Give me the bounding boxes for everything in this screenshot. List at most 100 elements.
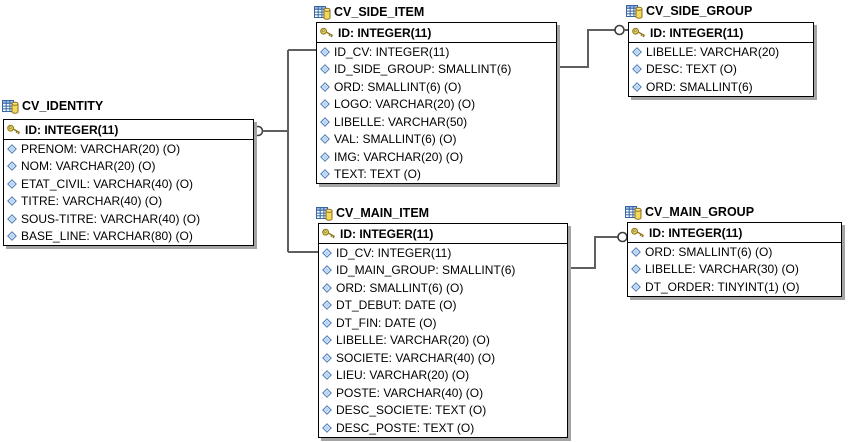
primary-key-row: ID: INTEGER(11) bbox=[317, 23, 556, 43]
diamond-icon bbox=[320, 134, 330, 144]
column-row: TEXT: TEXT (O) bbox=[317, 166, 556, 184]
diamond-icon bbox=[7, 144, 17, 154]
column-row: ORD: SMALLINT(6) (O) bbox=[628, 243, 841, 261]
table-title-cv-identity: CV_IDENTITY bbox=[2, 98, 103, 114]
column-label: DESC_POSTE: TEXT (O) bbox=[336, 420, 475, 435]
column-row: IMG: VARCHAR(20) (O) bbox=[317, 148, 556, 166]
column-label: LIBELLE: VARCHAR(20) (O) bbox=[336, 333, 490, 348]
column-row: LIBELLE: VARCHAR(30) (O) bbox=[628, 261, 841, 279]
column-label: DT_DEBUT: DATE (O) bbox=[336, 298, 457, 313]
diamond-icon bbox=[322, 388, 332, 398]
column-label: SOCIETE: VARCHAR(40) (O) bbox=[336, 350, 496, 365]
key-icon bbox=[320, 27, 334, 39]
diamond-icon bbox=[631, 282, 641, 292]
diamond-icon bbox=[7, 179, 17, 189]
column-label: TEXT: TEXT (O) bbox=[334, 167, 421, 182]
diamond-icon bbox=[322, 423, 332, 433]
diamond-icon bbox=[631, 264, 641, 274]
diamond-icon bbox=[320, 82, 330, 92]
column-row: ETAT_CIVIL: VARCHAR(40) (O) bbox=[4, 175, 253, 193]
column-label: LIBELLE: VARCHAR(20) bbox=[646, 44, 780, 59]
diamond-icon bbox=[632, 82, 642, 92]
connector-side-item-to-side-group bbox=[555, 29, 615, 68]
column-label: POSTE: VARCHAR(40) (O) bbox=[336, 385, 484, 400]
column-row: LIBELLE: VARCHAR(20) (O) bbox=[319, 332, 567, 350]
table-name-label: CV_MAIN_ITEM bbox=[336, 206, 430, 220]
primary-key-row: ID: INTEGER(11) bbox=[4, 120, 253, 140]
column-row: ORD: SMALLINT(6) bbox=[629, 78, 813, 96]
diamond-icon bbox=[322, 318, 332, 328]
table-icon bbox=[2, 99, 19, 114]
diamond-icon bbox=[322, 335, 332, 345]
table-cv-main-item[interactable]: ID: INTEGER(11) ID_CV: INTEGER(11) ID_MA… bbox=[318, 223, 568, 438]
table-icon bbox=[316, 206, 333, 221]
column-row: LIBELLE: VARCHAR(20) bbox=[629, 43, 813, 61]
column-row: LIBELLE: VARCHAR(50) bbox=[317, 113, 556, 131]
diamond-icon bbox=[320, 64, 330, 74]
primary-key-label: ID: INTEGER(11) bbox=[650, 25, 744, 40]
column-label: LIBELLE: VARCHAR(50) bbox=[334, 114, 468, 129]
column-label: ORD: SMALLINT(6) bbox=[646, 79, 753, 94]
key-icon bbox=[7, 124, 21, 136]
column-row: BASE_LINE: VARCHAR(80) (O) bbox=[4, 228, 253, 246]
connector-circle-identity bbox=[252, 125, 264, 137]
column-label: BASE_LINE: VARCHAR(80) (O) bbox=[21, 229, 193, 244]
column-label: LIBELLE: VARCHAR(30) (O) bbox=[645, 262, 799, 277]
table-cv-identity[interactable]: ID: INTEGER(11) PRENOM: VARCHAR(20) (O) … bbox=[3, 119, 254, 246]
primary-key-row: ID: INTEGER(11) bbox=[629, 23, 813, 43]
table-name-label: CV_SIDE_GROUP bbox=[646, 4, 753, 18]
table-cv-main-group[interactable]: ID: INTEGER(11) ORD: SMALLINT(6) (O) LIB… bbox=[627, 222, 842, 297]
column-row: DESC: TEXT (O) bbox=[629, 61, 813, 79]
column-label: DESC_SOCIETE: TEXT (O) bbox=[336, 403, 487, 418]
diamond-icon bbox=[322, 265, 332, 275]
column-row: ID_CV: INTEGER(11) bbox=[319, 244, 567, 262]
diamond-icon bbox=[7, 196, 17, 206]
column-row: TITRE: VARCHAR(40) (O) bbox=[4, 193, 253, 211]
diamond-icon bbox=[322, 370, 332, 380]
primary-key-label: ID: INTEGER(11) bbox=[25, 122, 119, 137]
column-row: DESC_SOCIETE: TEXT (O) bbox=[319, 402, 567, 420]
diamond-icon bbox=[7, 214, 17, 224]
column-label: DESC: TEXT (O) bbox=[646, 62, 737, 77]
column-label: SOUS-TITRE: VARCHAR(40) (O) bbox=[21, 211, 201, 226]
diamond-icon bbox=[631, 247, 641, 257]
column-row: ORD: SMALLINT(6) (O) bbox=[317, 78, 556, 96]
primary-key-label: ID: INTEGER(11) bbox=[338, 25, 432, 40]
column-label: ORD: SMALLINT(6) (O) bbox=[645, 244, 773, 259]
table-title-cv-main-item: CV_MAIN_ITEM bbox=[316, 205, 429, 221]
table-icon bbox=[625, 205, 642, 220]
table-name-label: CV_MAIN_GROUP bbox=[645, 205, 755, 219]
table-name-label: CV_IDENTITY bbox=[22, 99, 104, 113]
table-cv-side-group[interactable]: ID: INTEGER(11) LIBELLE: VARCHAR(20) DES… bbox=[628, 22, 814, 97]
key-icon bbox=[631, 227, 645, 239]
table-title-cv-side-group: CV_SIDE_GROUP bbox=[626, 3, 752, 19]
column-row: ID_MAIN_GROUP: SMALLINT(6) bbox=[319, 262, 567, 280]
diamond-icon bbox=[7, 231, 17, 241]
column-row: DT_DEBUT: DATE (O) bbox=[319, 297, 567, 315]
column-row: LIEU: VARCHAR(20) (O) bbox=[319, 367, 567, 385]
diamond-icon bbox=[322, 283, 332, 293]
column-row: DT_FIN: DATE (O) bbox=[319, 314, 567, 332]
column-label: ETAT_CIVIL: VARCHAR(40) (O) bbox=[21, 176, 194, 191]
table-cv-side-item[interactable]: ID: INTEGER(11) ID_CV: INTEGER(11) ID_SI… bbox=[316, 22, 557, 184]
primary-key-row: ID: INTEGER(11) bbox=[628, 223, 841, 243]
primary-key-label: ID: INTEGER(11) bbox=[340, 226, 434, 241]
column-row: ID_SIDE_GROUP: SMALLINT(6) bbox=[317, 61, 556, 79]
column-row: ID_CV: INTEGER(11) bbox=[317, 43, 556, 61]
column-row: SOUS-TITRE: VARCHAR(40) (O) bbox=[4, 210, 253, 228]
column-label: LOGO: VARCHAR(20) (O) bbox=[334, 97, 476, 112]
table-icon bbox=[314, 5, 331, 20]
column-label: TITRE: VARCHAR(40) (O) bbox=[21, 194, 163, 209]
connector-main-item-to-main-group bbox=[566, 236, 618, 269]
column-label: LIEU: VARCHAR(20) (O) bbox=[336, 368, 470, 383]
diamond-icon bbox=[320, 169, 330, 179]
column-label: ORD: SMALLINT(6) (O) bbox=[336, 280, 464, 295]
diamond-icon bbox=[322, 248, 332, 258]
column-label: ID_MAIN_GROUP: SMALLINT(6) bbox=[336, 263, 516, 278]
column-row: ORD: SMALLINT(6) (O) bbox=[319, 279, 567, 297]
diamond-icon bbox=[322, 353, 332, 363]
column-label: NOM: VARCHAR(20) (O) bbox=[21, 159, 156, 174]
column-label: ID_CV: INTEGER(11) bbox=[334, 44, 450, 59]
